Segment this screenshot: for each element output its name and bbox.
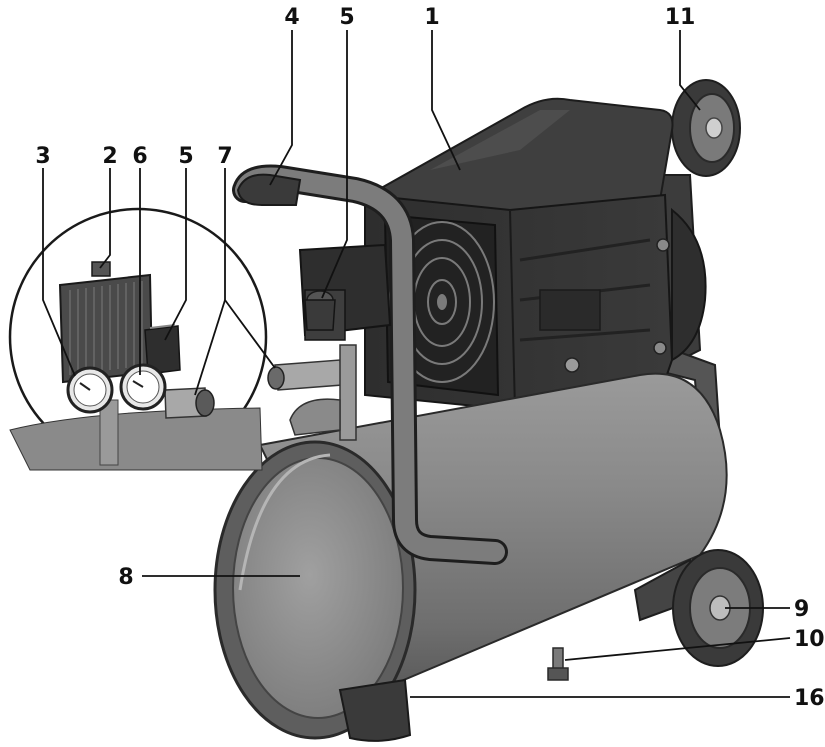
callout-3: 3 <box>35 144 50 169</box>
callout-10: 10 <box>794 627 825 652</box>
callout-9: 9 <box>794 597 809 622</box>
carry-handle <box>232 164 508 565</box>
callout-2: 2 <box>102 144 117 169</box>
air-tank <box>213 372 728 740</box>
callout-11: 11 <box>665 5 696 30</box>
callout-5-main: 5 <box>339 5 354 30</box>
rear-wheel <box>671 79 741 177</box>
callout-5-inset: 5 <box>178 144 193 169</box>
callout-7: 7 <box>217 144 232 169</box>
pressure-switch-assembly <box>267 243 392 441</box>
drain-valve <box>547 647 569 681</box>
callout-4: 4 <box>284 5 299 30</box>
callout-16: 16 <box>794 686 825 711</box>
callout-8: 8 <box>118 565 133 590</box>
callout-6: 6 <box>132 144 147 169</box>
rubber-foot <box>338 678 412 742</box>
callout-1: 1 <box>424 5 439 30</box>
leader-lines <box>42 30 791 698</box>
front-wheel <box>633 549 764 667</box>
detail-inset <box>8 207 268 471</box>
motor-hood <box>356 97 674 217</box>
